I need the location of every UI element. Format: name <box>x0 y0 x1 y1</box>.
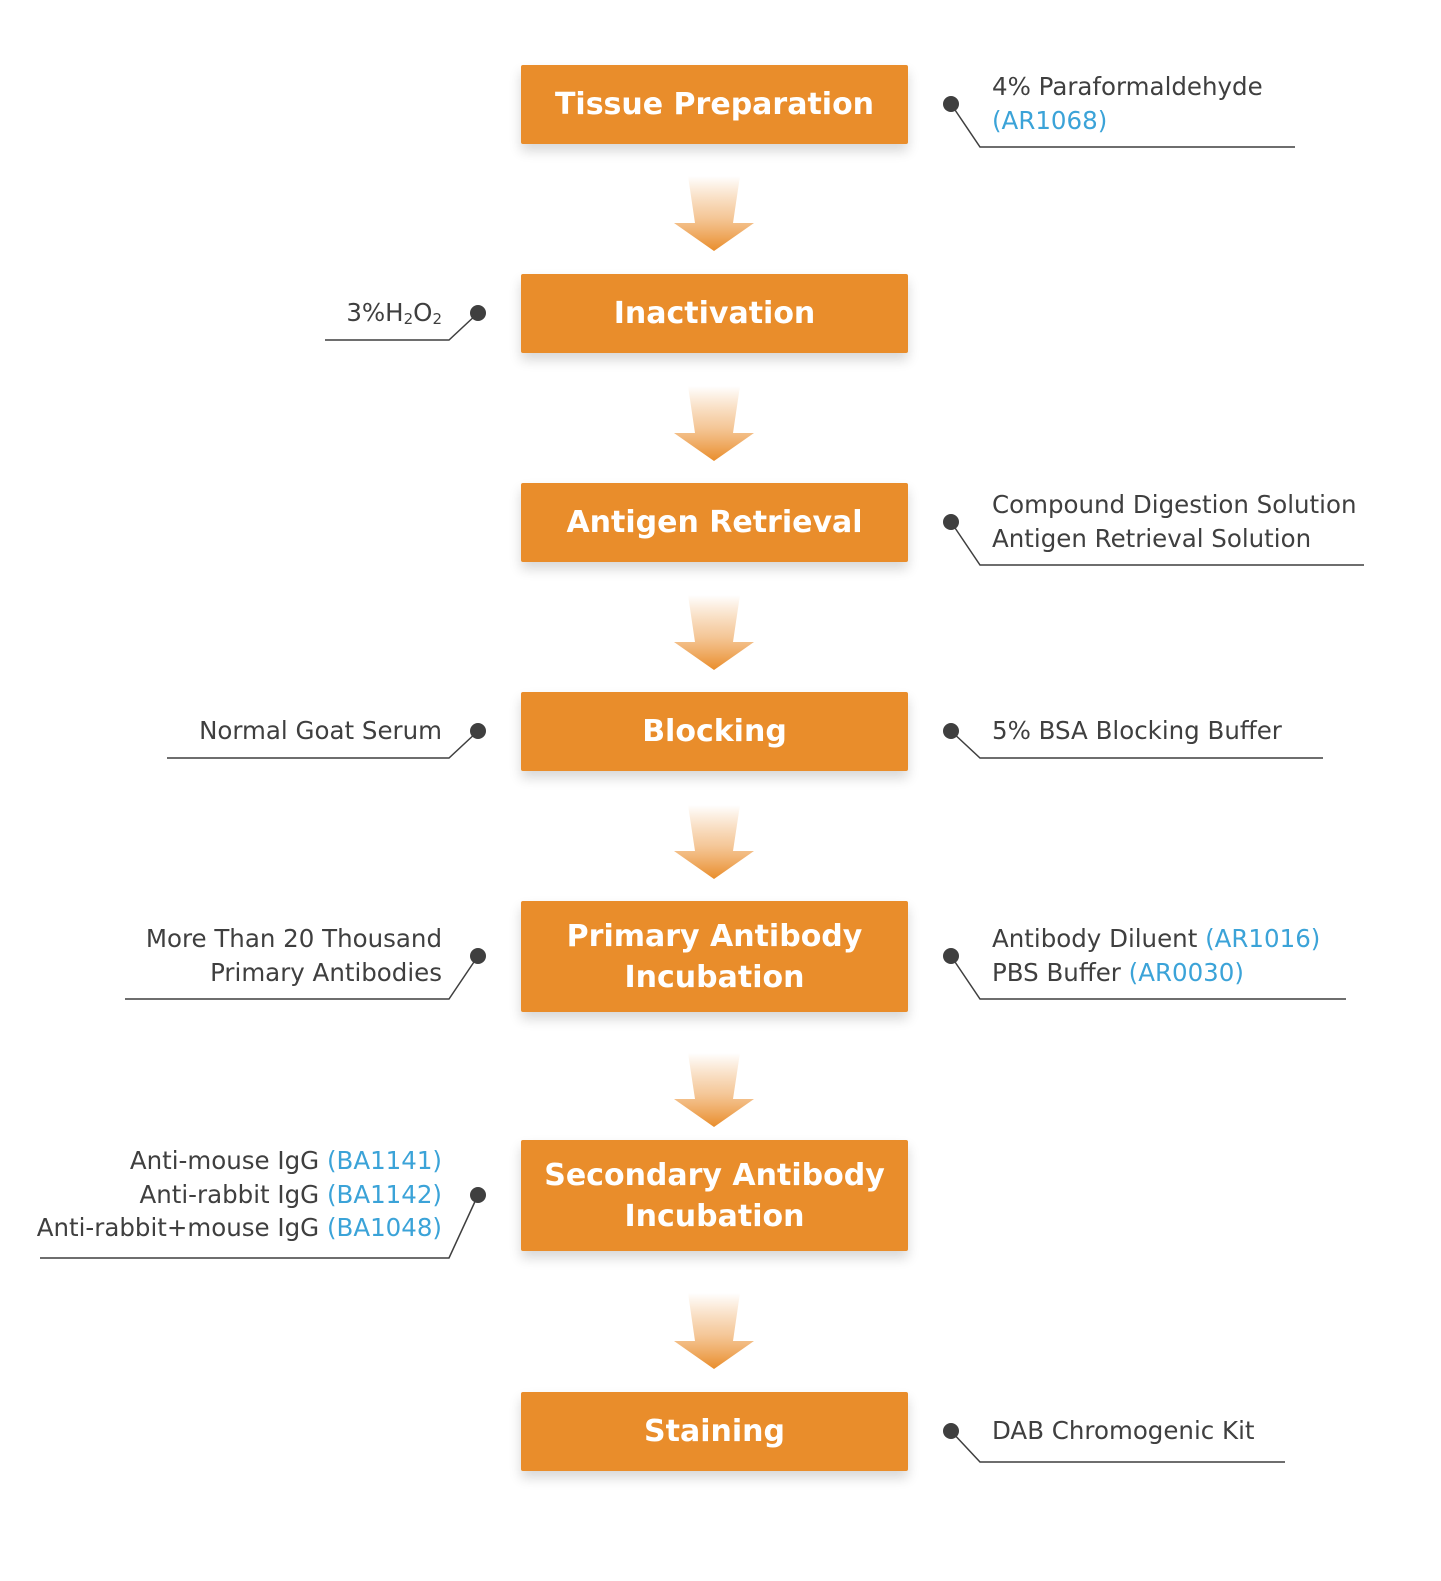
note-inactivation: 3%H2O2 <box>346 296 442 337</box>
leader-line <box>167 730 479 759</box>
step-antigen-retrieval: Antigen Retrieval <box>521 483 908 562</box>
leader-dot <box>943 96 959 112</box>
leader-dot <box>943 948 959 964</box>
leader-line <box>950 955 1346 1000</box>
leader-line <box>950 103 1295 148</box>
note-line: Compound Digestion Solution <box>992 490 1357 519</box>
catalog-code: (AR1068) <box>992 105 1108 135</box>
leader-dot <box>470 948 486 964</box>
note-secondary-left: Anti-mouse IgG (BA1141) Anti-rabbit IgG … <box>37 1144 442 1245</box>
flow-arrows <box>674 176 754 1369</box>
step-blocking: Blocking <box>521 692 908 771</box>
leader-dot <box>470 1187 486 1203</box>
leader-line <box>325 312 479 341</box>
leader-dot <box>470 723 486 739</box>
note-line: Antibody Diluent (AR1016) <box>992 924 1321 953</box>
note-line: 5% BSA Blocking Buffer <box>992 716 1282 745</box>
step-inactivation: Inactivation <box>521 274 908 353</box>
step-secondary-antibody-incubation: Secondary Antibody Incubation <box>521 1140 908 1251</box>
catalog-code: (AR1016) <box>1205 924 1321 953</box>
down-arrow <box>674 386 754 461</box>
catalog-code: (AR0030) <box>1128 957 1244 987</box>
down-arrow <box>674 1053 754 1127</box>
leader-line <box>950 521 1364 566</box>
note-line: Normal Goat Serum <box>199 716 442 745</box>
note-primary-left: More Than 20 Thousand Primary Antibodies <box>146 922 442 989</box>
step-label: Staining <box>644 1414 785 1449</box>
note-line: 4% Paraformaldehyde <box>992 72 1263 101</box>
down-arrow <box>674 176 754 251</box>
leader-line <box>950 1430 1285 1463</box>
catalog-code: (BA1048) <box>326 1213 442 1242</box>
note-line: More Than 20 Thousand <box>145 924 442 953</box>
down-arrow <box>674 1293 754 1369</box>
note-line: (AR1068) <box>992 104 1263 138</box>
leader-dot <box>943 514 959 530</box>
leader-dot <box>470 305 486 321</box>
note-primary-right: Antibody Diluent (AR1016) PBS Buffer (AR… <box>992 922 1320 989</box>
leader-line <box>125 955 479 1000</box>
note-line: PBS Buffer (AR0030) <box>992 957 1244 987</box>
step-label: Inactivation <box>613 296 816 331</box>
note-blocking-left: Normal Goat Serum <box>199 714 442 748</box>
step-label: Antigen Retrieval <box>566 505 863 540</box>
leader-line <box>40 1194 479 1259</box>
note-staining: DAB Chromogenic Kit <box>992 1414 1255 1448</box>
note-antigen-retrieval: Compound Digestion Solution Antigen Retr… <box>992 488 1357 555</box>
step-tissue-preparation: Tissue Preparation <box>521 65 908 144</box>
down-arrow <box>674 805 754 879</box>
note-line: Anti-rabbit+mouse IgG (BA1048) <box>36 1213 442 1242</box>
step-label: Primary Antibody Incubation <box>566 918 863 995</box>
step-label: Tissue Preparation <box>554 87 875 122</box>
note-line: Anti-rabbit IgG (BA1142) <box>139 1179 442 1209</box>
catalog-code: (BA1141) <box>326 1146 442 1175</box>
note-line: Antigen Retrieval Solution <box>992 523 1312 553</box>
note-leader-lines <box>40 96 1364 1463</box>
note-line: 3%H2O2 <box>346 298 442 328</box>
step-label: Blocking <box>642 714 787 749</box>
note-blocking-right: 5% BSA Blocking Buffer <box>992 714 1282 748</box>
note-line: Anti-mouse IgG (BA1141) <box>129 1146 442 1175</box>
down-arrow <box>674 595 754 670</box>
step-label: Secondary Antibody Incubation <box>544 1157 885 1234</box>
note-tissue-preparation: 4% Paraformaldehyde (AR1068) <box>992 70 1263 137</box>
leader-dot <box>943 723 959 739</box>
note-line: DAB Chromogenic Kit <box>992 1416 1255 1445</box>
note-line: Primary Antibodies <box>210 957 442 987</box>
leader-dot <box>943 1423 959 1439</box>
catalog-code: (BA1142) <box>326 1179 442 1209</box>
step-primary-antibody-incubation: Primary Antibody Incubation <box>521 901 908 1012</box>
step-staining: Staining <box>521 1392 908 1471</box>
leader-line <box>950 730 1323 759</box>
